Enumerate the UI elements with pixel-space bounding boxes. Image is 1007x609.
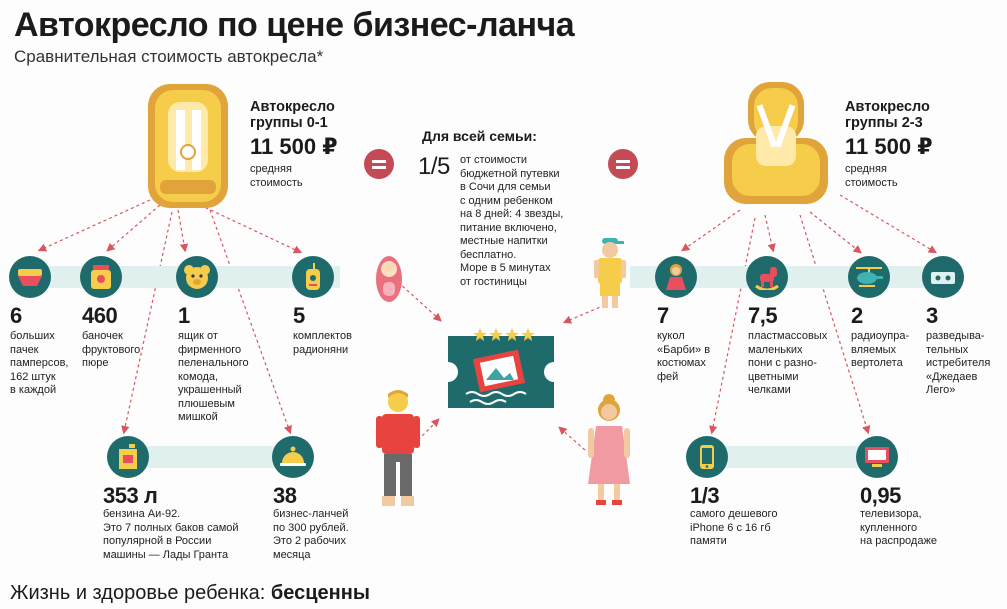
right-bottom-band bbox=[712, 446, 882, 468]
puree-value: 460 bbox=[82, 303, 118, 328]
tv-value: 0,95 bbox=[860, 483, 901, 508]
phone-icon bbox=[686, 436, 728, 478]
baby-icon bbox=[376, 256, 402, 302]
mother-icon bbox=[588, 394, 630, 505]
fuel-canister-icon bbox=[107, 436, 149, 478]
fuel-value: 353 л bbox=[103, 483, 158, 508]
car-seat-2-3-icon bbox=[724, 82, 828, 204]
pony-value: 7,5 bbox=[748, 303, 778, 328]
vacation-ticket-icon bbox=[448, 328, 554, 408]
left-seat-price: 11 500 ₽ bbox=[250, 134, 338, 159]
equals-icon bbox=[364, 149, 394, 179]
page-title: Автокресло по цене бизнес-ланча bbox=[14, 6, 575, 44]
family-header: Для всей семьи: bbox=[422, 128, 537, 144]
lego-value: 3 bbox=[926, 303, 938, 328]
radio-value: 5 bbox=[293, 303, 305, 328]
lego-brick-icon bbox=[922, 256, 964, 298]
puree-jar-icon bbox=[80, 256, 122, 298]
page-subtitle: Сравнительная стоимость автокресла* bbox=[14, 47, 324, 66]
rocking-horse-icon bbox=[746, 256, 788, 298]
right-seat-price: 11 500 ₽ bbox=[845, 134, 933, 159]
baby-monitor-icon bbox=[292, 256, 334, 298]
diapers-value: 6 bbox=[10, 303, 22, 328]
left-bottom-band bbox=[125, 446, 305, 468]
box-value: 1 bbox=[178, 303, 190, 328]
lunch-value: 38 bbox=[273, 483, 297, 508]
family-fraction: 1/5 bbox=[418, 153, 450, 180]
teddy-bear-icon bbox=[176, 256, 218, 298]
car-seat-0-1-icon bbox=[148, 84, 228, 208]
helicopter-icon bbox=[848, 256, 890, 298]
barbie-value: 7 bbox=[657, 303, 669, 328]
equals-icon bbox=[608, 149, 638, 179]
cloche-icon bbox=[272, 436, 314, 478]
footer-caption: Жизнь и здоровье ребенка: бесценны bbox=[10, 582, 370, 604]
tv-icon bbox=[856, 436, 898, 478]
heli-value: 2 bbox=[851, 303, 863, 328]
doll-icon bbox=[655, 256, 697, 298]
iphone-value: 1/3 bbox=[690, 483, 720, 508]
father-icon bbox=[376, 390, 420, 506]
diaper-icon bbox=[9, 256, 51, 298]
child-icon bbox=[594, 238, 626, 308]
